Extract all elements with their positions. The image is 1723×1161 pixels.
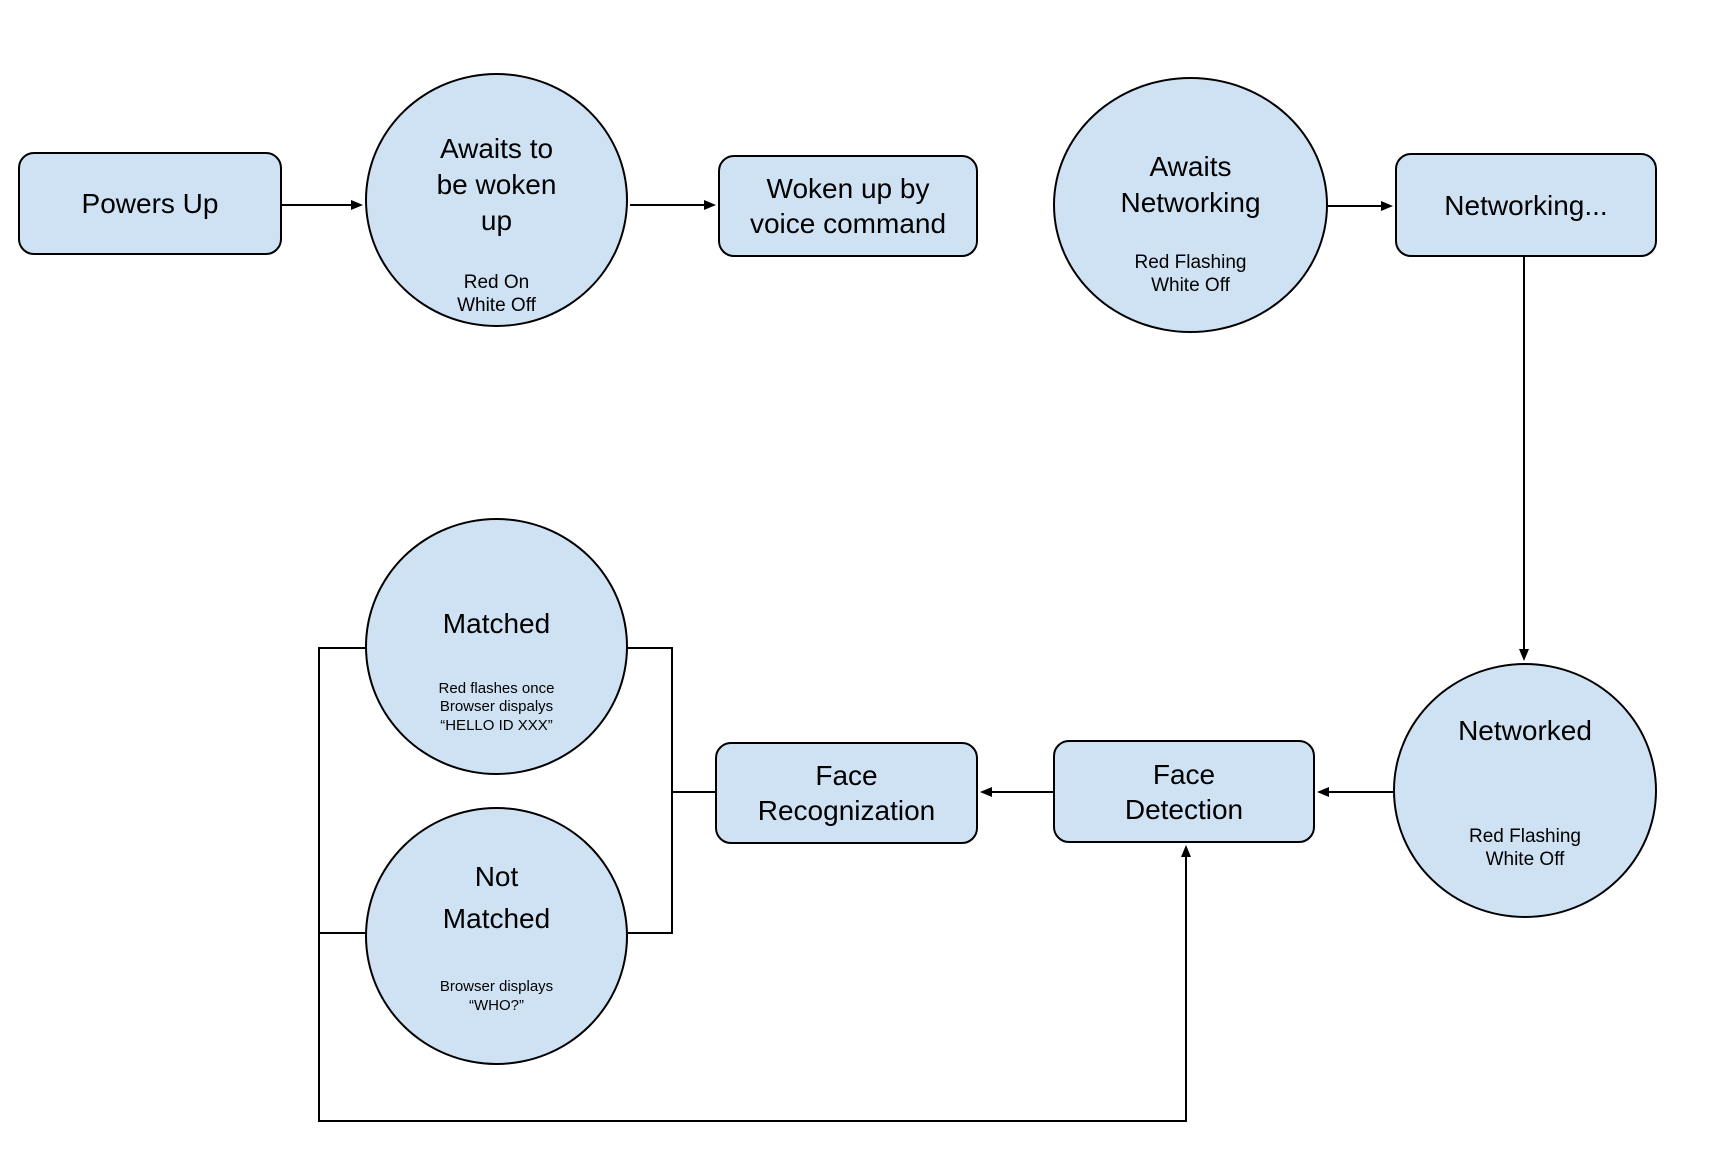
node-matched-title: Matched	[442, 608, 551, 639]
node-awaits-wake-title: Awaits to be woken up	[436, 133, 557, 236]
node-face-recognization: Face Recognization	[715, 742, 978, 844]
node-not-matched-title: Not Matched	[442, 861, 551, 934]
node-awaits-wake-status: Red On White Off	[457, 272, 536, 316]
node-awaits-networking: Awaits Networking Red Flashing White Off	[1053, 77, 1328, 333]
node-not-matched-note: Browser displays “WHO?”	[439, 978, 554, 1014]
node-matched-note: Red flashes once Browser dispalys “HELLO…	[438, 679, 555, 734]
node-powers-up: Powers Up	[18, 152, 282, 255]
node-networked: Networked Red Flashing White Off	[1393, 663, 1657, 918]
node-awaits-networking-status: Red Flashing White Off	[1134, 252, 1247, 296]
node-woken-up-by-voice-command: Woken up by voice command	[718, 155, 978, 257]
connector-loop-back-to-facedetection	[318, 647, 1191, 1122]
node-networked-title: Networked	[1458, 715, 1592, 746]
node-networked-status: Red Flashing White Off	[1469, 826, 1581, 870]
node-networking-label: Networking...	[1444, 189, 1608, 221]
connector-results-right-bracket	[628, 647, 673, 934]
node-awaits-networking-title: Awaits Networking	[1120, 151, 1261, 218]
node-awaits-to-be-woken-up: Awaits to be woken up Red On White Off	[365, 73, 628, 327]
node-networking: Networking...	[1395, 153, 1657, 257]
node-powers-up-label: Powers Up	[81, 188, 219, 219]
node-matched: Matched Red flashes once Browser dispaly…	[365, 518, 628, 775]
node-not-matched: Not Matched Browser displays “WHO?”	[365, 807, 628, 1065]
node-face-detection: Face Detection	[1053, 740, 1315, 843]
